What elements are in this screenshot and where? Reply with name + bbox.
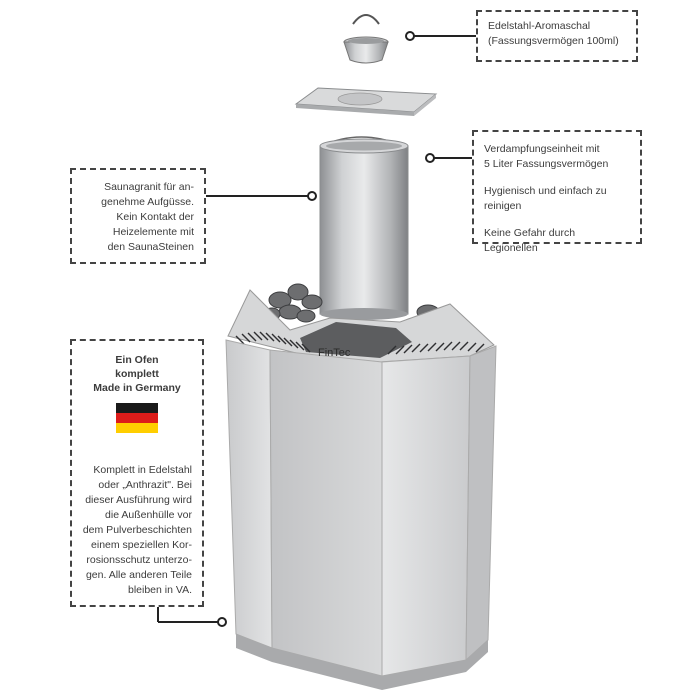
granite-line-1: Saunagranit für an- bbox=[104, 181, 194, 193]
connector-dot-aroma bbox=[405, 31, 415, 41]
connector-dot-granite bbox=[307, 191, 317, 201]
evaporator-line-3: Hygienisch und einfach zu bbox=[484, 185, 607, 197]
evaporator-line-2: 5 Liter Fassungsvermögen bbox=[484, 158, 609, 170]
evaporator-line-1: Verdampfungseinheit mit bbox=[484, 143, 600, 155]
cover-plate-illustration bbox=[294, 87, 438, 116]
granite-line-2: genehme Aufgüsse. bbox=[101, 196, 194, 208]
flag-stripe-red bbox=[116, 413, 158, 423]
callout-granite: Saunagranit für an- genehme Aufgüsse. Ke… bbox=[70, 168, 206, 264]
granite-line-4: Heizelemente mit bbox=[112, 226, 194, 238]
oven-head-2: komplett bbox=[115, 368, 159, 380]
callout-connectors bbox=[157, 35, 476, 623]
oven-body-line: einem speziellen Kor- bbox=[91, 539, 192, 551]
aroma-line-1: Edelstahl-Aromaschal bbox=[488, 20, 591, 32]
aroma-bowl-illustration bbox=[343, 14, 389, 64]
oven-body-line: oder „Anthrazit". Bei bbox=[98, 479, 192, 491]
evaporator-hygiene: Hygienisch und einfach zu reinigen bbox=[484, 184, 630, 214]
german-flag-icon bbox=[116, 403, 158, 433]
callout-aroma-bowl: Edelstahl-Aromaschal (Fassungsvermögen 1… bbox=[476, 10, 638, 62]
oven-body-line: Komplett in Edelstahl bbox=[93, 464, 192, 476]
oven-body-line: gen. Alle anderen Teile bbox=[85, 569, 192, 581]
flag-stripe-gold bbox=[116, 423, 158, 433]
aroma-line-2: (Fassungsvermögen 100ml) bbox=[488, 35, 619, 47]
flag-stripe-black bbox=[116, 403, 158, 413]
sauna-stones-left bbox=[263, 283, 323, 323]
granite-line-3: Kein Kontakt der bbox=[116, 211, 194, 223]
evaporator-line-5: Keine Gefahr durch Legionellen bbox=[484, 227, 576, 254]
oven-body-line: rosionsschutz unterzo- bbox=[86, 554, 192, 566]
oven-head-3: Made in Germany bbox=[93, 382, 181, 394]
fintec-logo: FinTec bbox=[318, 347, 351, 359]
oven-body-illustration bbox=[225, 289, 497, 690]
evaporator-tank-illustration bbox=[319, 136, 409, 320]
oven-body-line: dieser Ausführung wird bbox=[85, 494, 192, 506]
connector-dot-oven bbox=[217, 617, 227, 627]
connector-dot-evaporator bbox=[425, 153, 435, 163]
oven-head-1: Ein Ofen bbox=[115, 354, 159, 366]
evaporator-capacity: Verdampfungseinheit mit 5 Liter Fassungs… bbox=[484, 142, 630, 172]
oven-body-line: bleiben in VA. bbox=[127, 584, 192, 596]
evaporator-line-4: reinigen bbox=[484, 200, 522, 212]
callout-evaporator: Verdampfungseinheit mit 5 Liter Fassungs… bbox=[472, 130, 642, 254]
callout-oven: Ein Ofen komplett Made in Germany Komple… bbox=[70, 339, 204, 607]
oven-body-line: die Außenhülle vor bbox=[105, 509, 192, 521]
oven-body-line: dem Pulverbeschichten bbox=[82, 524, 192, 536]
granite-line-5: den SaunaSteinen bbox=[107, 241, 194, 253]
logo-text: FinTec bbox=[318, 347, 351, 359]
